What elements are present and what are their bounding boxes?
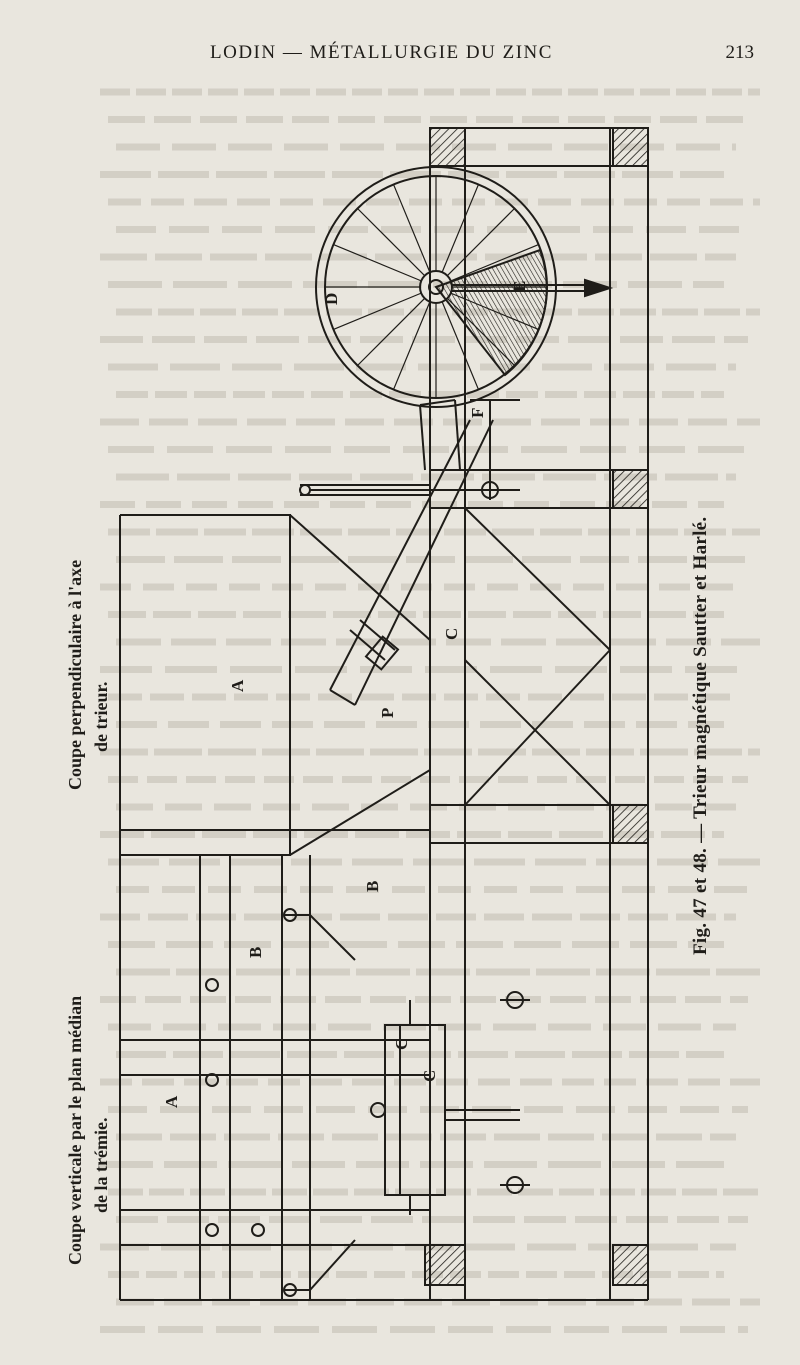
drum-spoke [441,301,480,390]
drum-spoke [357,208,426,277]
drum-spoke [446,208,515,277]
page-number: 213 [725,42,755,63]
drum-spoke [450,243,539,282]
view-label-perpendicular-line1: Coupe perpendiculaire à l'axe [65,559,85,790]
label-letter-p: P [378,707,397,718]
label-letter-c-lower-2: C [392,1037,411,1050]
label-letter-f: F [468,407,487,418]
label-letter-c-upper: C [442,627,461,640]
view-label-perpendicular: Coupe perpendiculaire à l'axe de trieur. [62,560,114,790]
drum-spoke [392,184,431,273]
drum-spoke [392,301,431,390]
page-header: LODIN — MÉTALLURGIE DU ZINC 213 [0,38,800,68]
view-label-median: Coupe verticale par le plan médian de la… [62,996,114,1265]
figure-caption: Fig. 47 et 48. — Trieur magnétique Sautt… [690,516,711,955]
view-label-perpendicular-line2: de trieur. [91,681,111,752]
label-letter-a-lower: A [162,1095,181,1108]
drum-spoke [441,184,480,273]
label-letter-d: D [322,292,341,305]
label-letter-b-upper: B [363,880,382,892]
view-label-median-line2: de la trémie. [91,1117,111,1213]
running-title: LODIN — MÉTALLURGIE DU ZINC [210,42,553,63]
label-letter-e: E [510,280,529,292]
view-label-median-line1: Coupe verticale par le plan médian [65,995,85,1265]
drum-spoke [333,292,422,331]
label-letter-b-lower: B [246,946,265,958]
label-letter-c-lower: C [420,1069,439,1082]
label-letter-a-upper: A [228,679,247,692]
drum-spoke [357,297,426,366]
drum-spoke [333,243,422,282]
